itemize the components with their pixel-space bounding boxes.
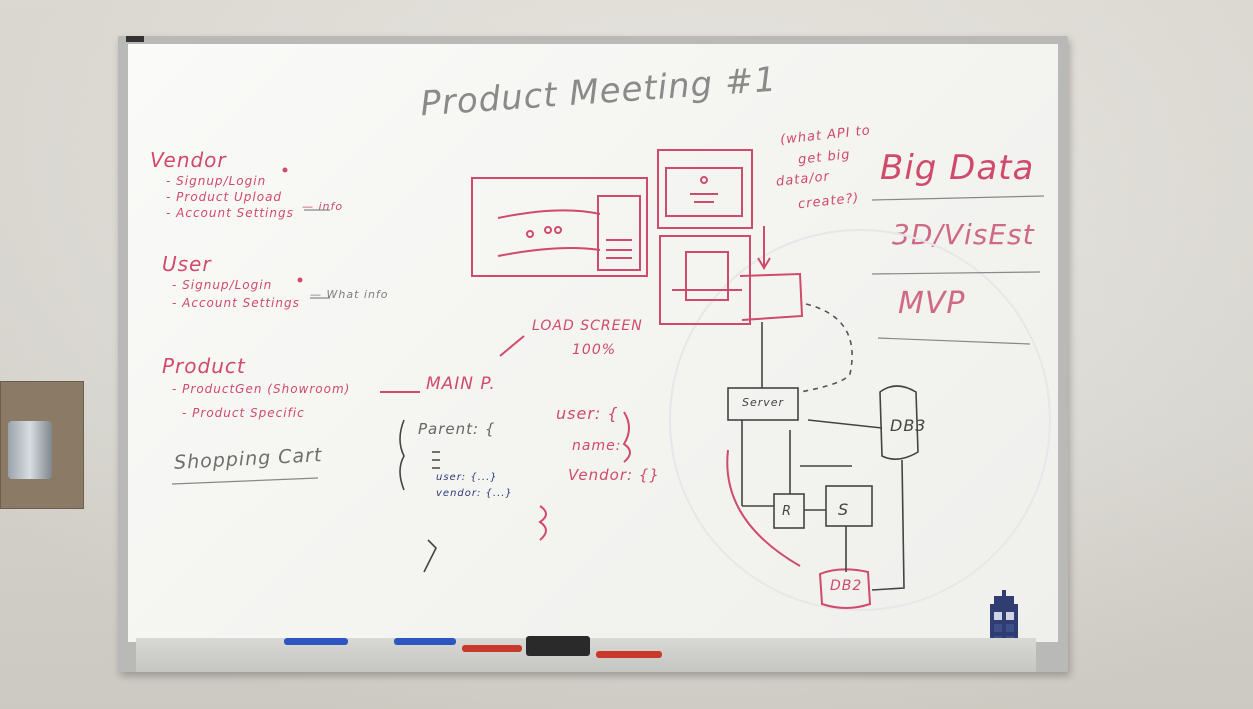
load-screen-percent: 100% bbox=[572, 342, 617, 358]
user-schema-line: Vendor: {} bbox=[568, 466, 660, 484]
vendor-item: - Account Settings bbox=[166, 206, 294, 220]
main-page-label: MAIN P. bbox=[426, 374, 496, 394]
visest-label: 3D/VisEst bbox=[892, 218, 1035, 251]
parent-label: Parent: { bbox=[418, 420, 496, 438]
brand-tag bbox=[126, 36, 144, 42]
red-marker[interactable] bbox=[596, 651, 662, 658]
user-item: - Account Settings bbox=[172, 296, 300, 310]
s-label: S bbox=[838, 500, 850, 519]
vendor-heading: Vendor bbox=[150, 148, 227, 172]
blue-marker[interactable] bbox=[284, 638, 348, 645]
load-screen-label: LOAD SCREEN bbox=[532, 318, 643, 334]
user-schema-line: name: bbox=[572, 438, 622, 454]
parent-line: user: {...} bbox=[436, 472, 498, 483]
big-data-label: Big Data bbox=[880, 148, 1035, 188]
vendor-item: - Product Upload bbox=[166, 190, 283, 204]
eraser-icon[interactable] bbox=[526, 636, 590, 656]
pen-holder-icon bbox=[8, 421, 52, 479]
server-label: Server bbox=[742, 396, 785, 409]
parent-line: vendor: {...} bbox=[436, 488, 513, 499]
mvp-label: MVP bbox=[898, 286, 966, 321]
product-item: - ProductGen (Showroom) bbox=[172, 382, 351, 396]
product-item: - Product Specific bbox=[182, 406, 305, 420]
user-schema-line: user: { bbox=[556, 404, 619, 423]
red-marker[interactable] bbox=[462, 645, 522, 652]
vendor-item: - Signup/Login bbox=[166, 174, 267, 188]
db2-label: DB2 bbox=[830, 578, 863, 594]
r-label: R bbox=[782, 504, 793, 519]
user-item: - Signup/Login bbox=[172, 278, 273, 292]
blue-marker[interactable] bbox=[394, 638, 456, 645]
user-heading: User bbox=[162, 252, 212, 276]
product-heading: Product bbox=[162, 354, 246, 378]
